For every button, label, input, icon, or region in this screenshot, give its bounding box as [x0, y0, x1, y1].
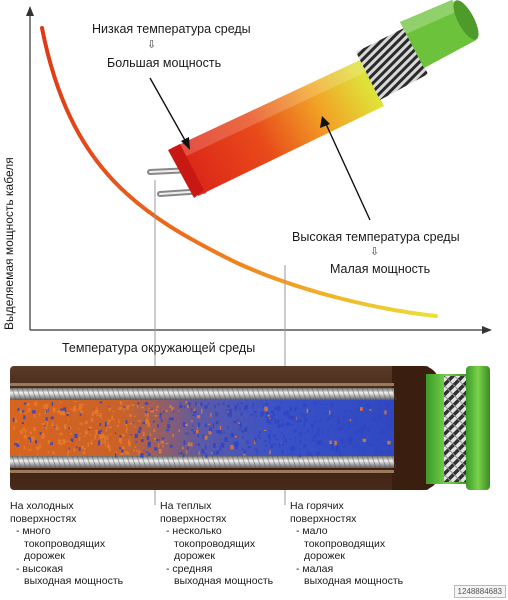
zone-title: поверхностях	[10, 512, 77, 525]
x-axis-label: Температура окружающей среды	[62, 341, 256, 355]
zone-line: - высокая	[16, 562, 64, 575]
callout-arrows	[149, 77, 371, 221]
callout-low-power: Малая мощность	[330, 262, 431, 276]
zone-line: дорожек	[304, 550, 345, 562]
power-curve	[40, 26, 438, 318]
zone-line: - несколько	[166, 525, 222, 537]
cable-cross-section	[10, 366, 490, 490]
zone-line: токопроводящих	[174, 537, 256, 550]
zone-title: На теплых	[160, 500, 212, 512]
chart-axes	[26, 6, 492, 334]
zone-line: - много	[16, 525, 51, 537]
zone-hot-surfaces: На горячих поверхностях - мало токопрово…	[290, 500, 403, 588]
zone-line: - средняя	[166, 562, 213, 575]
zone-line: токопроводящих	[24, 537, 106, 550]
callout-high-temperature: Высокая температура среды	[292, 230, 460, 244]
stock-watermark: 1248884683	[453, 585, 506, 598]
zone-line: выходная мощность	[174, 575, 274, 587]
zone-line: дорожек	[24, 550, 65, 562]
y-axis-label: Выделяемая мощность кабеля	[2, 157, 16, 330]
heating-cable-illustration	[147, 0, 479, 198]
down-arrow-icon: ⇩	[370, 246, 380, 258]
zone-title: поверхностях	[160, 512, 227, 525]
zone-line: - мало	[296, 525, 328, 537]
callout-low-temperature: Низкая температура среды	[92, 22, 251, 36]
zone-title: поверхностях	[290, 512, 357, 525]
zone-line: выходная мощность	[24, 575, 124, 587]
zone-line: - малая	[296, 562, 334, 575]
zone-title: На горячих	[290, 500, 344, 512]
zone-line: дорожек	[174, 550, 215, 562]
zone-line: токопроводящих	[304, 537, 386, 550]
zone-warm-surfaces: На теплых поверхностях - несколько токоп…	[160, 500, 273, 588]
zone-title: На холодных	[10, 500, 74, 512]
down-arrow-icon: ⇩	[147, 39, 157, 51]
zone-cold-surfaces: На холодных поверхностях - много токопро…	[10, 500, 123, 588]
zone-line: выходная мощность	[304, 575, 404, 587]
callout-high-power: Большая мощность	[107, 56, 222, 70]
